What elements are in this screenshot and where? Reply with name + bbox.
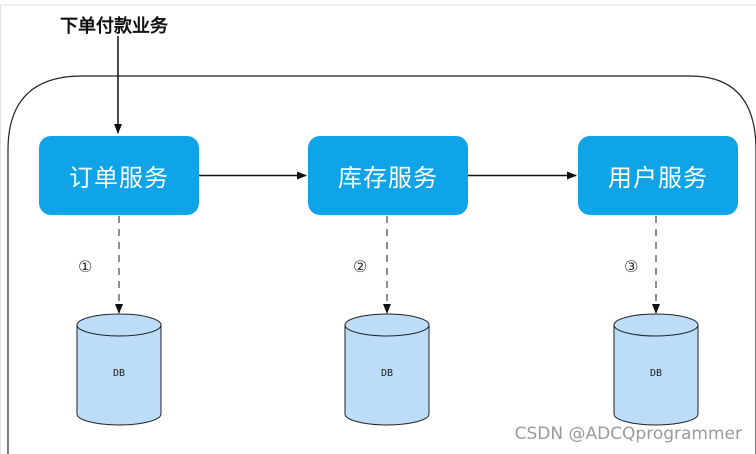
db-label: DB <box>650 368 662 379</box>
watermark: CSDN @ADCQprogrammer <box>514 424 742 444</box>
database-cylinder-3: DB <box>613 313 699 426</box>
db-label: DB <box>113 368 125 379</box>
entry-label: 下单付款业务 <box>60 16 168 37</box>
database-cylinder-2: DB <box>344 313 430 426</box>
service-order: 订单服务 <box>39 136 199 215</box>
system-boundary <box>7 75 756 454</box>
service-label: 订单服务 <box>69 164 169 192</box>
step-marker-2: ② <box>353 257 368 276</box>
database-cylinder-1: DB <box>76 313 162 426</box>
step-marker-3: ③ <box>624 257 639 276</box>
service-stock: 库存服务 <box>308 136 468 215</box>
step-marker-1: ① <box>78 257 93 276</box>
service-label: 库存服务 <box>338 164 438 192</box>
service-user: 用户服务 <box>578 136 738 215</box>
service-label: 用户服务 <box>608 164 708 192</box>
db-label: DB <box>381 368 393 379</box>
